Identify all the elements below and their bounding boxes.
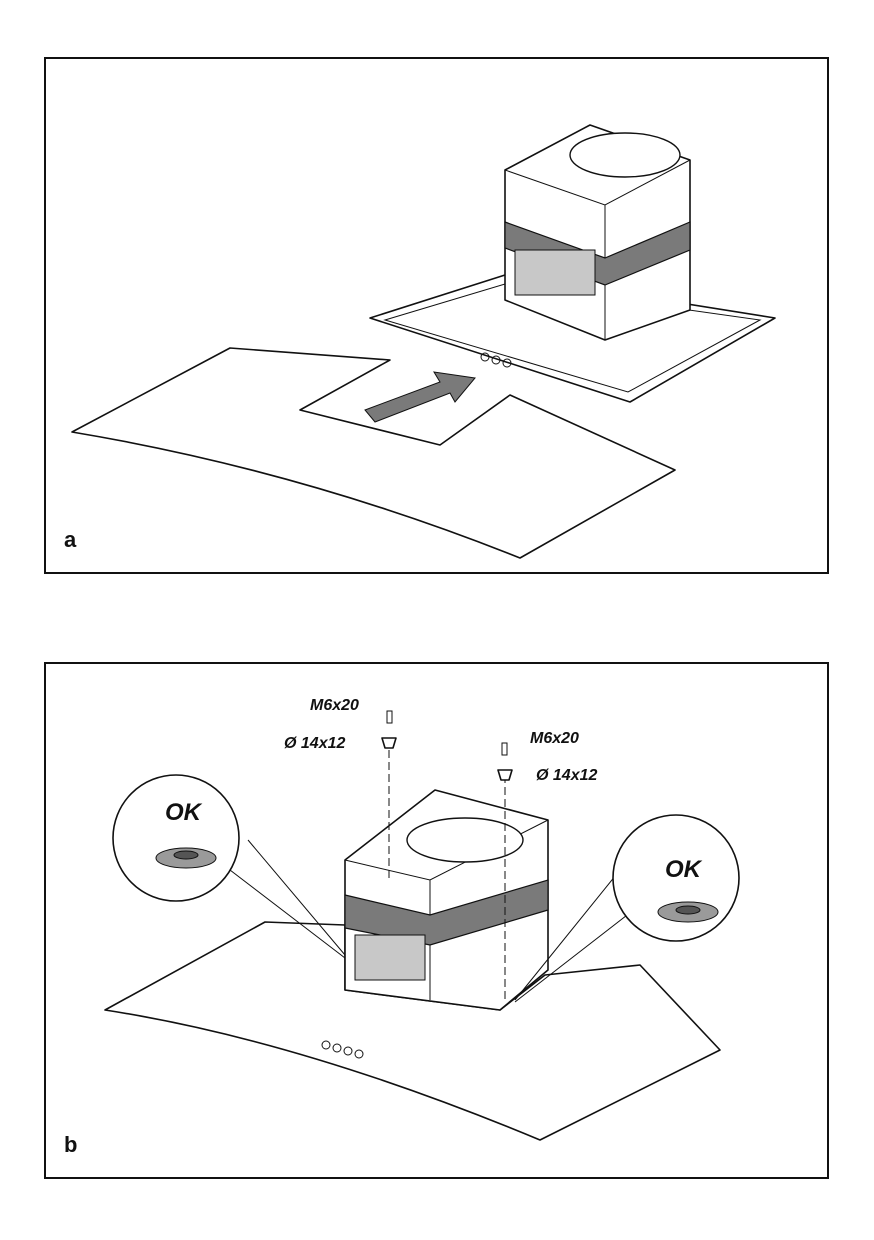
- screw-icon: [501, 742, 508, 756]
- callout-left-ok: OK: [165, 799, 203, 826]
- screw-right-label: M6x20: [530, 730, 579, 747]
- callout-left: [112, 774, 240, 902]
- motor-outlet: [406, 817, 524, 863]
- washer-icon: [497, 769, 513, 781]
- washer-left-label: Ø 14x12: [284, 735, 345, 752]
- callout-right-ok: OK: [665, 856, 703, 883]
- figure-b-label: b: [64, 1132, 77, 1157]
- glass-panel: [71, 347, 676, 559]
- glass-panel: [104, 921, 721, 1141]
- tape-band: [344, 879, 549, 946]
- figure-b: M6x20 Ø 14x12 M6x20 Ø 14x12 OK OK b: [44, 662, 829, 1179]
- motor-outlet: [569, 132, 681, 178]
- screw-left-label: M6x20: [310, 697, 359, 714]
- figure-a: a: [44, 57, 829, 574]
- insert-arrow-icon: [364, 371, 476, 423]
- washer-right-label: Ø 14x12: [536, 767, 597, 784]
- washer-icon: [381, 737, 397, 749]
- figure-a-label: a: [64, 527, 77, 552]
- screw-icon: [386, 710, 393, 724]
